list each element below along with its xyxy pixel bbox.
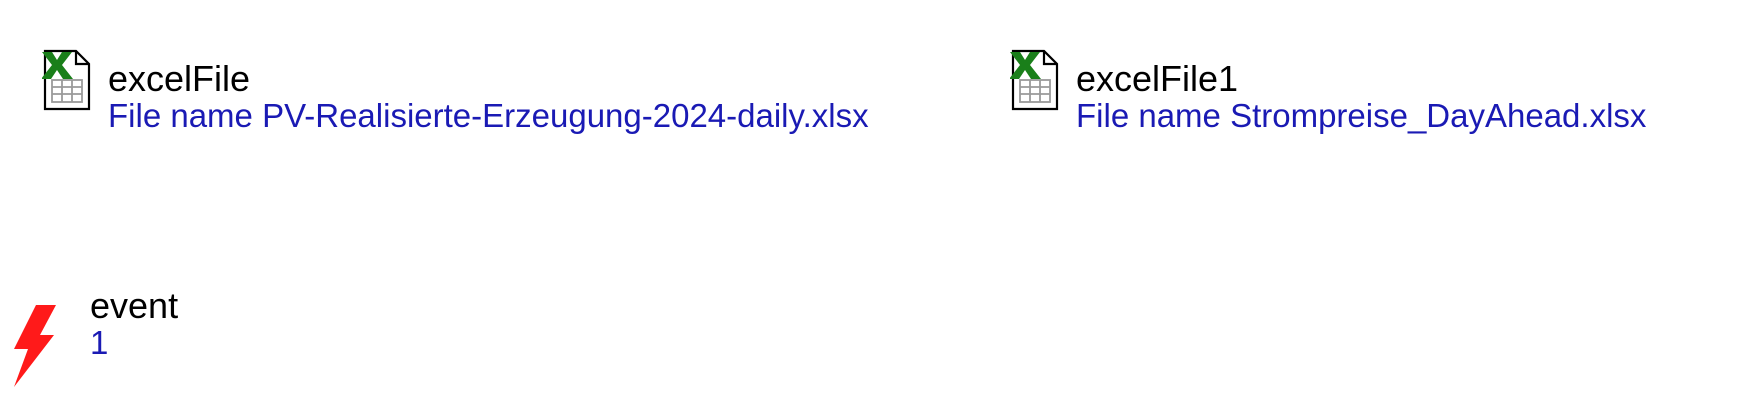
event-element[interactable]: event 1 [10, 285, 310, 387]
param-value: Strompreise_DayAhead.xlsx [1230, 97, 1647, 134]
param-label: File name [108, 97, 253, 134]
excel-file-element[interactable]: excelFile File name PV-Realisierte-Erzeu… [41, 48, 1002, 138]
excel-file-element[interactable]: excelFile1 File name Strompreise_DayAhea… [1009, 48, 1730, 138]
param-label: File name [1076, 97, 1221, 134]
file-name-param: File name Strompreise_DayAhead.xlsx [1076, 98, 1646, 134]
element-name: event [90, 285, 179, 326]
file-name-param: File name PV-Realisierte-Erzeugung-2024-… [108, 98, 869, 134]
excel-file-icon[interactable] [1009, 48, 1062, 112]
event-param-value: 1 [90, 324, 109, 361]
element-name: excelFile [108, 58, 251, 99]
event-lightning-icon[interactable] [10, 305, 58, 387]
param-value: PV-Realisierte-Erzeugung-2024-daily.xlsx [262, 97, 869, 134]
element-name: excelFile1 [1076, 58, 1239, 99]
excel-file-icon[interactable] [41, 48, 94, 112]
